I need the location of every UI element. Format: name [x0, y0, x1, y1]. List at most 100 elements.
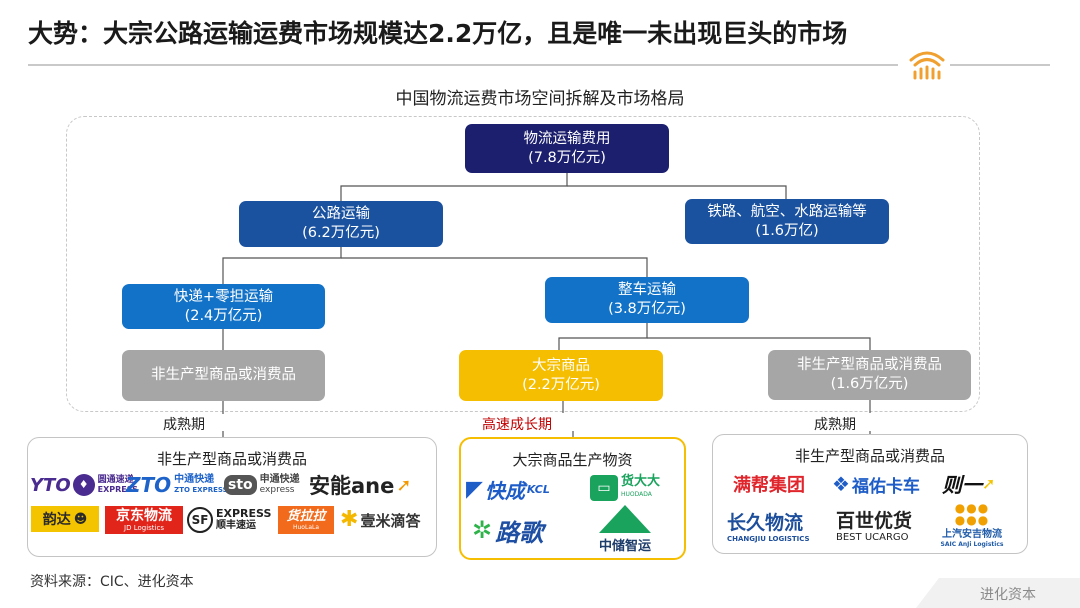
brand-logo-icon — [909, 51, 945, 80]
logo-yunda: 韵达 ☻ — [31, 506, 99, 532]
logo-text: HUODADA — [621, 491, 652, 498]
logo-text: 货大大 — [621, 474, 661, 489]
arrow-icon: ➚ — [982, 473, 996, 493]
node-label: 整车运输 — [618, 282, 676, 298]
logo-sto: sto 申通快递 express — [224, 472, 300, 498]
node-express-consumer-goods: 非生产型商品或消费品 — [122, 350, 325, 401]
logo-text: sto — [224, 475, 257, 495]
logo-zto: ZTO 中通快递 ZTO EXPRESS — [126, 472, 228, 498]
logo-huodada: ▭ 货大大 HUODADA — [590, 473, 660, 503]
title-divider — [28, 64, 898, 66]
panel-title: 大宗商品生产物资 — [512, 451, 633, 469]
yimi-mark-icon: ✱ — [340, 507, 359, 532]
logo-text: ZTO — [126, 473, 172, 497]
logo-text: 韵达 — [42, 512, 71, 528]
logo-changjiu: 长久物流 CHANGJIU LOGISTICS — [727, 510, 810, 546]
logo-text: 中储智运 — [598, 539, 651, 554]
logo-zeyi: 则一 ➚ — [942, 469, 995, 497]
logo-fuyou: ❖ 福佑卡车 — [832, 471, 920, 497]
source-note: 资料来源：CIC、进化资本 — [30, 574, 194, 590]
node-value: (1.6万亿元) — [830, 376, 909, 392]
logo-sf-express: SF EXPRESS 顺丰速运 — [187, 506, 271, 534]
logo-text: SF — [187, 507, 213, 533]
node-label: 铁路、航空、水路运输等 — [707, 203, 867, 220]
logo-text: BEST UCARGO — [836, 532, 909, 543]
node-label: 公路运输 — [312, 206, 370, 222]
title-divider-right — [950, 64, 1050, 66]
logo-text: 百世优货 — [836, 510, 913, 532]
logo-jd-logistics: 京东物流 JD Logistics — [105, 506, 183, 534]
logo-text: EXPRESS — [216, 507, 272, 520]
node-express-ltl: 快递+零担运输 (2.4万亿元) — [122, 284, 325, 329]
panel-ftl-players: 非生产型商品或消费品 — [712, 434, 1028, 554]
logo-best-ucargo: 百世优货 BEST UCARGO — [836, 508, 912, 546]
logo-text: CHANGJIU LOGISTICS — [727, 535, 810, 543]
node-value: (1.6万亿) — [755, 222, 819, 239]
node-label: 大宗商品 — [532, 357, 590, 374]
fuyou-mark-icon: ❖ — [832, 472, 850, 496]
logo-saic-anji: ●●●●●● 上汽安吉物流 SAIC AnJi Logistics — [932, 497, 1012, 549]
diagram-subtitle: 中国物流运费市场空间拆解及市场格局 — [395, 89, 685, 109]
logo-text: 申通快递 — [259, 474, 300, 485]
logo-manbang: 满帮集团 — [733, 471, 805, 497]
panel-express-players: 非生产型商品或消费品 — [27, 437, 437, 557]
logo-text: 上汽安吉物流 — [942, 529, 1002, 540]
logo-text: KCL — [526, 482, 550, 496]
logo-huolala: 货拉拉 HuoLaLa — [278, 506, 334, 534]
logo-text: JD Logistics — [124, 523, 164, 532]
stage-label-middle: 高速成长期 — [482, 417, 552, 433]
node-bulk-commodities: 大宗商品 (2.2万亿元) — [459, 350, 663, 401]
node-road-transport: 公路运输 (6.2万亿元) — [239, 201, 443, 247]
market-breakdown-frame — [66, 116, 980, 412]
logo-text: 福佑卡车 — [851, 476, 920, 497]
logo-ane: 安能ane ➚ — [309, 472, 411, 498]
node-rail-air-water: 铁路、航空、水路运输等 (1.6万亿) — [685, 199, 889, 244]
panel-title: 非生产型商品或消费品 — [794, 447, 945, 465]
truck-icon: ▭ — [590, 475, 618, 501]
node-value: (6.2万亿元) — [302, 225, 380, 241]
logo-text: HuoLaLa — [292, 523, 320, 531]
logo-yto: YTO ♦ 圆通速递 EXPRESS — [30, 472, 138, 498]
logo-text: YTO — [30, 474, 71, 496]
yto-mark-icon: ♦ — [72, 474, 95, 496]
node-label: 非生产型商品或消费品 — [797, 357, 942, 373]
logo-yimi: ✱ 壹米滴答 — [340, 506, 420, 534]
footer-brand: 进化资本 — [980, 587, 1036, 603]
panel-title: 非生产型商品或消费品 — [156, 450, 307, 468]
logo-kcl: ◤ 快成 KCL — [466, 474, 550, 504]
node-value: (7.8万亿元) — [528, 149, 606, 166]
stage-label-left: 成熟期 — [163, 417, 205, 433]
yunda-mark-icon: ☻ — [73, 511, 88, 527]
logo-text: ZTO EXPRESS — [174, 486, 228, 494]
logo-text: SAIC AnJi Logistics — [940, 541, 1004, 548]
node-label: 物流运输费用 — [523, 130, 611, 147]
logo-text: 中通快递 — [174, 474, 215, 485]
mountain-icon — [599, 505, 651, 533]
logo-text: express — [259, 485, 295, 495]
node-full-truckload: 整车运输 (3.8万亿元) — [545, 277, 749, 323]
arrow-icon: ➚ — [396, 474, 412, 496]
page-title: 大势：大宗公路运输运费市场规模达2.2万亿，且是唯一未出现巨头的市场 — [28, 19, 848, 48]
node-label: 非生产型商品或消费品 — [151, 367, 296, 383]
logo-text: 则一 — [942, 472, 982, 497]
logo-text: EXPRESS — [97, 485, 138, 494]
logo-text: 长久物流 — [727, 512, 804, 534]
logo-text: 圆通速递 — [97, 475, 134, 485]
node-value: (2.2万亿元) — [522, 376, 600, 393]
logo-zhongchu: 中储智运 — [588, 504, 662, 554]
logo-text: 京东物流 — [116, 507, 172, 524]
node-label: 快递+零担运输 — [173, 288, 274, 305]
node-value: (3.8万亿元) — [608, 301, 686, 317]
logo-text: 货拉拉 — [286, 508, 326, 524]
logo-text: 安能ane — [309, 474, 395, 498]
footer-tab — [916, 578, 1080, 608]
luge-mark-icon: ✲ — [472, 516, 493, 544]
logo-text: 顺丰速运 — [216, 520, 256, 531]
logo-text: 满帮集团 — [733, 475, 805, 496]
logo-text: 路歌 — [495, 518, 544, 547]
node-logistics-total: 物流运输费用 (7.8万亿元) — [465, 124, 669, 173]
node-ftl-consumer-goods: 非生产型商品或消费品 (1.6万亿元) — [768, 350, 971, 400]
anji-dots-icon: ●●●●●● — [954, 501, 990, 527]
panel-bulk-players: 大宗商品生产物资 — [459, 437, 686, 560]
